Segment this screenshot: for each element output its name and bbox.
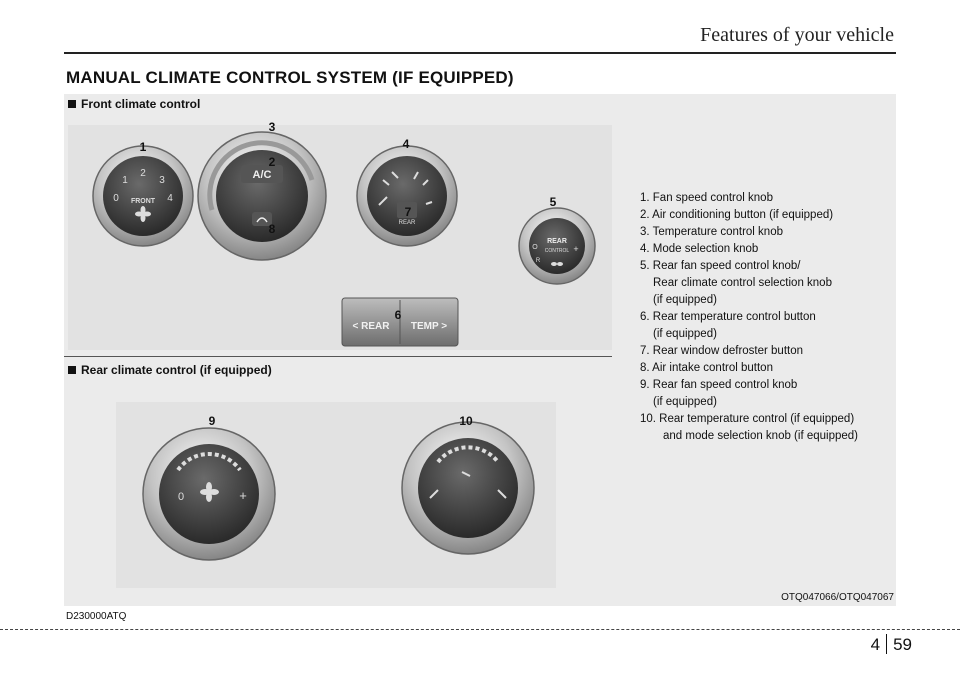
callout-7: 7 (405, 205, 412, 219)
rear-fan-speed-knob[interactable]: 0 + (142, 427, 276, 561)
legend-item-1: 1. Fan speed control knob (640, 192, 773, 204)
footer-dashed-rule (0, 629, 960, 630)
rear-control-title: REAR (547, 238, 567, 245)
chapter-number: 4 (870, 635, 881, 654)
callout-8: 8 (269, 222, 276, 236)
rear-fan-icon (200, 482, 219, 502)
legend-item-5-line3: (if equipped) (653, 294, 717, 306)
page-number: 4 59 (871, 634, 912, 655)
callout-1: 1 (140, 140, 147, 154)
callout-9: 9 (209, 414, 216, 428)
fan-speed-knob[interactable]: 2 1 3 0 4 FRONT (92, 145, 194, 247)
rear-fan-zero: 0 (178, 491, 184, 503)
rear-control-r: R (536, 258, 541, 264)
page-number-value: 59 (893, 635, 912, 654)
fan-knob-label-0: 0 (113, 193, 119, 204)
bullet-square (68, 366, 76, 374)
legend-item-6-line2: (if equipped) (653, 328, 717, 340)
bullet-square (68, 100, 76, 108)
fan-knob-front-text: FRONT (131, 198, 156, 205)
rear-temp-right-label: TEMP > (411, 321, 447, 332)
rear-defroster-label: REAR (399, 220, 416, 226)
floor-vent-icon (461, 471, 471, 477)
callout-5: 5 (550, 195, 557, 209)
fan-knob-label-4: 4 (167, 193, 173, 204)
callout-10: 10 (459, 414, 473, 428)
legend-item-10: 10. Rear temperature control (if equippe… (640, 413, 855, 425)
recirculation-icon (256, 217, 268, 223)
rear-control-o: O (532, 244, 538, 251)
mode-selection-knob[interactable] (356, 145, 458, 247)
legend-item-9: 9. Rear fan speed control knob (640, 379, 798, 391)
mode-arrows-icon (382, 171, 429, 186)
fan-knob-label-1: 1 (122, 175, 128, 186)
legend-item-5-line2: Rear climate control selection knob (653, 277, 832, 289)
rear-climate-label-text: Rear climate control (if equipped) (81, 363, 272, 377)
front-climate-label: Front climate control (68, 97, 200, 111)
front-climate-label-text: Front climate control (81, 97, 201, 111)
legend-item-6: 6. Rear temperature control button (640, 311, 816, 323)
legend-item-10-line2: and mode selection knob (if equipped) (663, 430, 858, 442)
vent-direction-icon (429, 489, 507, 499)
rear-defroster-button[interactable]: REAR (397, 202, 417, 226)
header-section-title: Features of your vehicle (700, 24, 894, 46)
fan-icon (135, 206, 151, 222)
figure-code: OTQ047066/OTQ047067 (781, 592, 894, 603)
legend-item-3: 3. Temperature control knob (640, 226, 783, 238)
rear-control-fan-icon (551, 262, 563, 266)
callout-6: 6 (395, 308, 402, 322)
legend-item-8: 8. Air intake control button (640, 362, 773, 374)
air-intake-button[interactable] (252, 212, 272, 226)
rear-control-plus: + (573, 244, 578, 254)
rear-control-knob[interactable]: REAR CONTROL O R + (518, 207, 596, 285)
fan-knob-label-3: 3 (159, 175, 165, 186)
rear-fan-plus: + (239, 488, 247, 503)
vent-mode-icon (378, 196, 433, 206)
ac-button-label: A/C (253, 169, 272, 181)
component-legend: 1. Fan speed control knob 2. Air conditi… (640, 190, 858, 445)
callout-2: 2 (269, 155, 276, 169)
callout-4: 4 (403, 137, 410, 151)
legend-item-5: 5. Rear fan speed control knob/ (640, 260, 801, 272)
header-rule (64, 52, 896, 54)
rear-control-sub: CONTROL (545, 248, 570, 254)
ac-button[interactable]: A/C (241, 165, 283, 183)
rear-temp-left-label: < REAR (353, 321, 391, 332)
temperature-control-knob[interactable] (197, 131, 327, 261)
rear-climate-label: Rear climate control (if equipped) (68, 363, 272, 377)
legend-item-7: 7. Rear window defroster button (640, 345, 804, 357)
rear-temperature-button[interactable]: < REAR TEMP > (341, 297, 459, 347)
legend-item-4: 4. Mode selection knob (640, 243, 759, 255)
legend-item-9-line2: (if equipped) (653, 396, 717, 408)
fan-knob-label-2: 2 (140, 168, 146, 179)
callout-3: 3 (269, 120, 276, 134)
page-title: MANUAL CLIMATE CONTROL SYSTEM (IF EQUIPP… (66, 68, 514, 87)
legend-item-2: 2. Air conditioning button (if equipped) (640, 209, 834, 221)
rear-temp-mode-knob[interactable] (401, 421, 535, 555)
document-code: D230000ATQ (66, 611, 127, 622)
page-separator (886, 634, 888, 654)
section-divider (64, 356, 612, 357)
